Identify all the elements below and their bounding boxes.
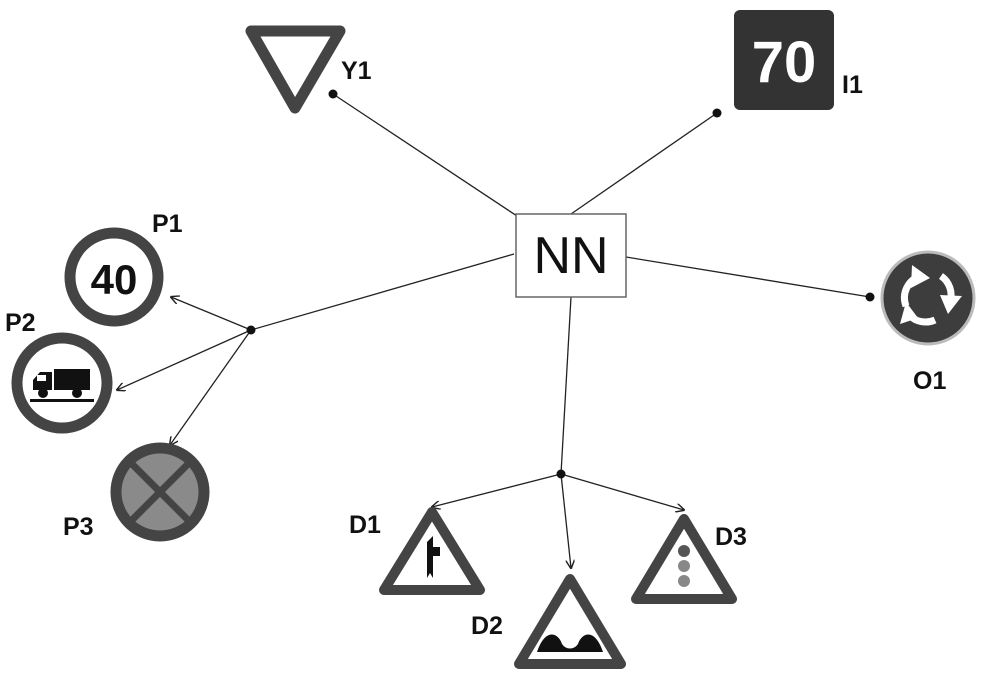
dot-o1 [865,292,875,302]
edge-nn-i1 [570,112,718,215]
dot-danger-hub [556,469,566,479]
sign-p1: 40 P1 [64,210,183,327]
dot-prohibitory-hub [246,325,256,335]
edge-nn-o1 [625,256,871,298]
sign-p2: P2 [5,309,113,434]
edge-to-p3 [170,329,252,445]
label-p3: P3 [63,513,94,541]
sign-p3: P3 [63,442,210,542]
i1-panel-text: 70 [752,30,817,95]
speed-limit-icon [64,227,164,327]
nn-label: NN [533,227,608,285]
label-o1: O1 [913,367,946,395]
info-panel-icon [734,10,834,110]
edge-to-p2 [117,329,252,390]
sign-o1: O1 [880,250,976,395]
dot-i1 [712,108,722,118]
junction-dots [246,89,875,479]
traffic-lights-symbol-icon [678,545,690,587]
label-d2: D2 [471,612,503,640]
label-d3: D3 [715,523,747,551]
traffic-lights-warning-icon [631,514,737,604]
label-p2: P2 [5,309,36,337]
edge-to-d3 [560,473,684,510]
edge-nn-y1 [332,93,521,219]
edge-to-p1 [171,297,252,331]
truck-icon [30,369,94,402]
sign-d3: D3 [631,514,747,604]
label-i1: I1 [842,71,863,99]
label-p1: P1 [152,210,183,238]
sign-d1: D1 [349,507,485,595]
sign-y1: Y1 [245,25,372,114]
label-y1: Y1 [341,57,372,85]
nn-box [515,213,627,298]
bumps-symbol-icon [537,634,603,652]
connectors [117,93,871,568]
no-stopping-cross-icon [129,461,191,523]
nn-node: NN [515,213,627,298]
edge-to-d2 [560,473,571,568]
sign-d2: D2 [471,574,626,669]
side-road-symbol-icon [427,536,440,578]
dot-y1 [328,89,338,99]
edge-to-d1 [432,473,562,507]
yield-triangle-icon [245,25,346,114]
p1-speed-text: 40 [91,256,138,303]
label-d1: D1 [349,511,381,539]
sign-i1: 70 I1 [734,10,863,110]
edge-nn-danger [560,296,572,475]
edge-nn-prohibitory [250,253,515,331]
